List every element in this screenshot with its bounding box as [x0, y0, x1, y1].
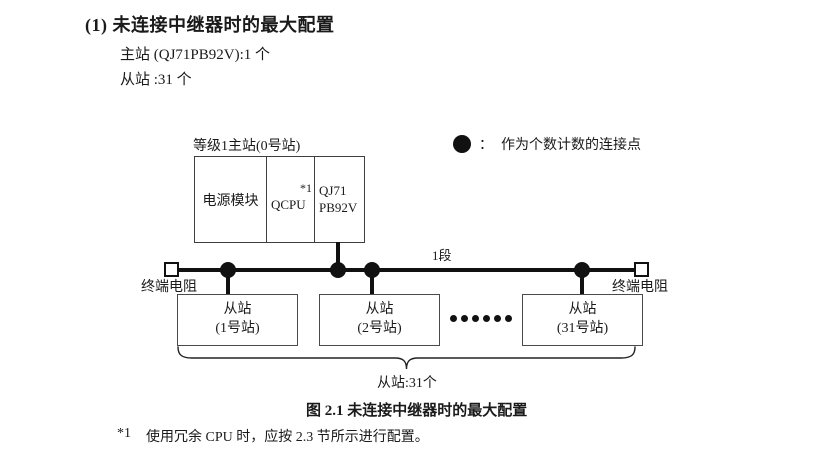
qcpu-cell: *1 QCPU [266, 157, 314, 242]
legend-separator: ： [479, 138, 493, 153]
legend: ： 作为个数计数的连接点 [453, 134, 641, 154]
qj71pb92v-cell: QJ71 PB92V [314, 157, 364, 242]
figure-caption: 图 2.1 未连接中继器时的最大配置 [306, 403, 528, 419]
segment-label: 1段 [432, 248, 452, 263]
slave1-drop-line [226, 270, 230, 295]
connection-dot-slave31-icon [574, 262, 590, 278]
master-station-box: 电源模块 *1 QCPU QJ71 PB92V [194, 156, 365, 243]
slave2-drop-line [370, 270, 374, 295]
slave1-label-line1: 从站 [223, 302, 252, 318]
slave2-label-line2: (2号站) [357, 321, 402, 336]
qj71-label-line1: QJ71 [319, 182, 347, 198]
footnote-ref-marker: *1 [300, 181, 312, 195]
section-heading: (1) 未连接中继器时的最大配置 [85, 15, 335, 35]
connection-dot-slave2-icon [364, 262, 380, 278]
slave1-label-line2: (1号站) [215, 321, 260, 336]
slave-total-label: 从站:31个 [377, 376, 437, 391]
qcpu-label: QCPU [271, 197, 306, 212]
slave-station-31-box: 从站 (31号站) [522, 294, 643, 346]
terminating-resistor-left-icon [164, 262, 179, 277]
terminating-resistor-right-icon [634, 262, 649, 277]
slave31-label-line1: 从站 [568, 302, 597, 318]
slave31-drop-line [580, 270, 584, 295]
legend-text: 作为个数计数的连接点 [501, 138, 641, 153]
slave-count-line: 从站 :31 个 [120, 72, 192, 88]
footnote-text: 使用冗余 CPU 时，应按 2.3 节所示进行配置。 [146, 430, 429, 445]
slave-group-brace [177, 346, 636, 370]
connection-dot-master-icon [330, 262, 346, 278]
ellipsis-dots-icon [450, 315, 512, 322]
terminating-resistor-right-label: 终端电阻 [612, 280, 668, 295]
slave-station-1-box: 从站 (1号站) [177, 294, 298, 346]
master-station-label: 等级1主站(0号站) [193, 139, 301, 154]
terminating-resistor-left-label: 终端电阻 [141, 280, 197, 295]
master-count-line: 主站 (QJ71PB92V):1 个 [120, 47, 271, 63]
power-module-cell: 电源模块 [195, 157, 266, 242]
footnote-marker: *1 [117, 426, 131, 441]
slave-station-2-box: 从站 (2号站) [319, 294, 440, 346]
power-module-label: 电源模块 [202, 193, 259, 209]
slave31-label-line2: (31号站) [556, 321, 609, 336]
qj71-label-line2: PB92V [319, 199, 358, 215]
master-drop-line [336, 242, 340, 270]
connection-count-dot-icon [453, 135, 471, 153]
slave2-label-line1: 从站 [365, 302, 394, 318]
bus-line [172, 268, 642, 272]
connection-dot-slave1-icon [220, 262, 236, 278]
